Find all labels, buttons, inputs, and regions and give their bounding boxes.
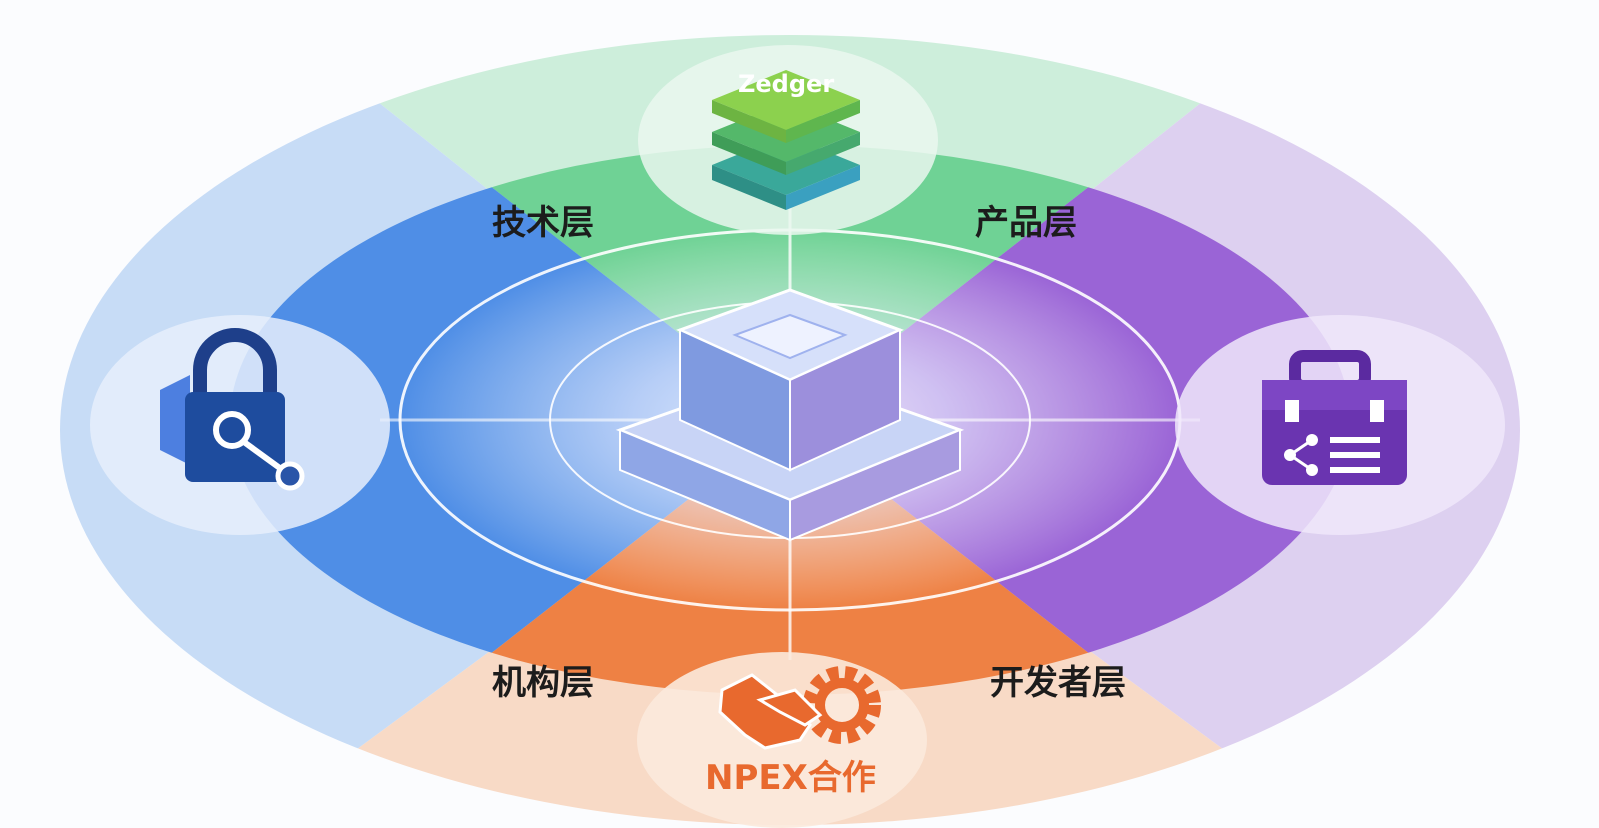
layer-label-product: 产品层 [975,203,1077,243]
layer-label-institution: 机构层 [492,663,594,703]
layer-label-developer: 开发者层 [990,663,1126,703]
handshake-gear-icon [718,666,881,750]
lock-key-icon [160,328,305,491]
layer-label-tech: 技术层 [492,203,594,243]
stacked-layers-icon [712,70,860,210]
npex-label: NPEX合作 [705,758,876,798]
toolbox-share-icon [1262,350,1407,485]
zedger-label: Zedger [738,70,835,98]
core-cube-icon [615,288,965,542]
